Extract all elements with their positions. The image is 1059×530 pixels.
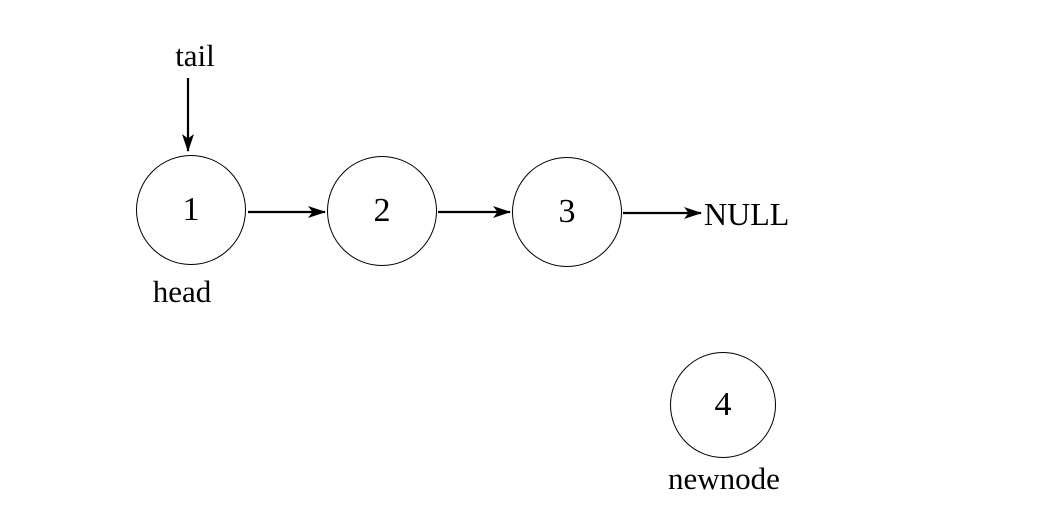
node-4-value: 4 <box>714 386 732 423</box>
head-label: head <box>152 274 212 309</box>
node-4: 4 <box>670 352 776 458</box>
node-2: 2 <box>327 156 437 266</box>
newnode-label: newnode <box>668 461 780 496</box>
node-1: 1 <box>136 155 246 265</box>
node-3-value: 3 <box>558 193 576 230</box>
node-1-value: 1 <box>182 191 200 228</box>
node-3: 3 <box>512 157 622 267</box>
node-2-value: 2 <box>373 192 391 229</box>
tail-label: tail <box>175 38 215 73</box>
null-label: NULL <box>704 196 790 232</box>
